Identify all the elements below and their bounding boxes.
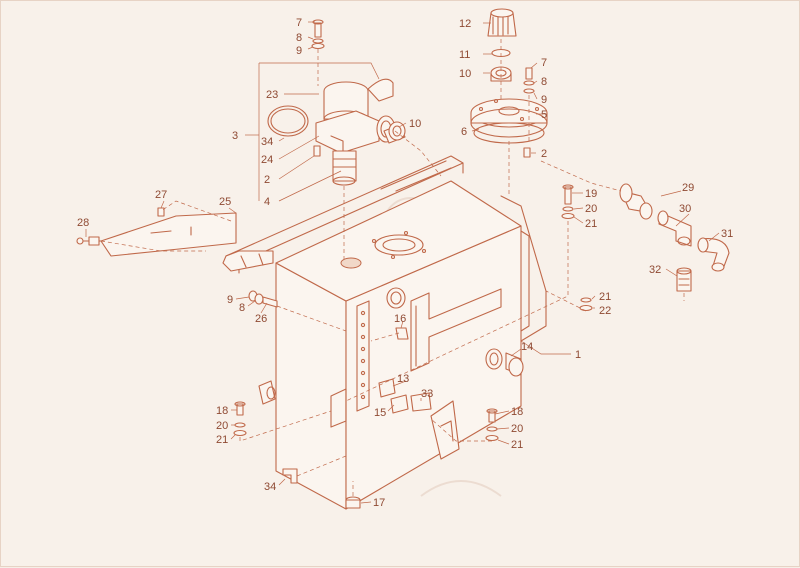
fitting-30: [657, 210, 692, 247]
callout-30: 30: [679, 203, 691, 215]
fitting-13-15-33: [378, 378, 432, 414]
callout-21: 21: [599, 291, 611, 303]
callout-19: 19: [585, 188, 597, 200]
callout-10: 10: [409, 118, 421, 130]
callout-20: 20: [216, 420, 228, 432]
callout-32: 32: [649, 264, 661, 276]
callout-16: 16: [394, 313, 406, 325]
callout-20: 20: [511, 423, 523, 435]
callout-9: 9: [296, 45, 302, 57]
callout-9: 9: [541, 94, 547, 106]
callout-1: 1: [575, 349, 581, 361]
part-2-plug: [313, 145, 321, 157]
callout-8: 8: [296, 32, 302, 44]
part-34-o-ring: [267, 105, 309, 137]
gauge-bolts: [360, 310, 366, 400]
callout-21: 21: [216, 434, 228, 446]
callout-9: 9: [227, 294, 233, 306]
callout-33: 33: [421, 388, 433, 400]
fitting-16: [395, 327, 409, 340]
filler-cap-assembly: [470, 8, 548, 158]
callout-labels: 7 8 9 23 3 34 24 2 4 10 12 11 10 7 8 9 5…: [77, 17, 733, 509]
callout-34: 34: [264, 481, 276, 493]
port-14: [485, 348, 524, 377]
callout-21: 21: [585, 218, 597, 230]
callout-7: 7: [296, 17, 302, 29]
callout-4: 4: [264, 196, 270, 208]
tank-body: [225, 155, 547, 510]
leader-lines: [85, 21, 720, 504]
callout-27: 27: [155, 189, 167, 201]
callout-26: 26: [255, 313, 267, 325]
callout-8: 8: [541, 76, 547, 88]
callout-22: 22: [599, 305, 611, 317]
fitting-29: [619, 183, 653, 220]
part-28: [76, 236, 102, 246]
drain-plug-17: [345, 496, 361, 509]
fitting-31: [697, 237, 730, 272]
elbow-34: [282, 468, 298, 484]
part-25-bracket: [100, 212, 274, 272]
callout-12: 12: [459, 18, 471, 30]
callout-3: 3: [232, 130, 238, 142]
callout-28: 28: [77, 217, 89, 229]
callout-29: 29: [682, 182, 694, 194]
callout-25: 25: [219, 196, 231, 208]
callout-17: 17: [373, 497, 385, 509]
callout-15: 15: [374, 407, 386, 419]
callout-23: 23: [266, 89, 278, 101]
callout-5: 5: [541, 109, 547, 121]
bolt-19: [561, 184, 575, 220]
part-27: [157, 207, 165, 217]
callout-34: 34: [261, 136, 273, 148]
callout-14: 14: [521, 341, 533, 353]
callout-20: 20: [585, 203, 597, 215]
pump-assembly: [311, 19, 396, 186]
callout-6: 6: [461, 126, 467, 138]
callout-11: 11: [459, 49, 470, 61]
callout-21: 21: [511, 439, 523, 451]
callout-2: 2: [541, 148, 547, 160]
callout-2: 2: [264, 174, 270, 186]
bolt-18-left: [233, 401, 247, 437]
washer-22: [579, 304, 593, 312]
bolt-26: [248, 290, 278, 308]
callout-31: 31: [721, 228, 733, 240]
callout-10: 10: [459, 68, 471, 80]
bolt-18-right: [485, 408, 499, 442]
callout-18: 18: [511, 406, 523, 418]
callout-18: 18: [216, 405, 228, 417]
callout-8: 8: [239, 302, 245, 314]
fitting-32: [676, 267, 692, 292]
callout-7: 7: [541, 57, 547, 69]
washer-21: [580, 297, 592, 303]
callout-24: 24: [261, 154, 273, 166]
callout-13: 13: [397, 373, 409, 385]
